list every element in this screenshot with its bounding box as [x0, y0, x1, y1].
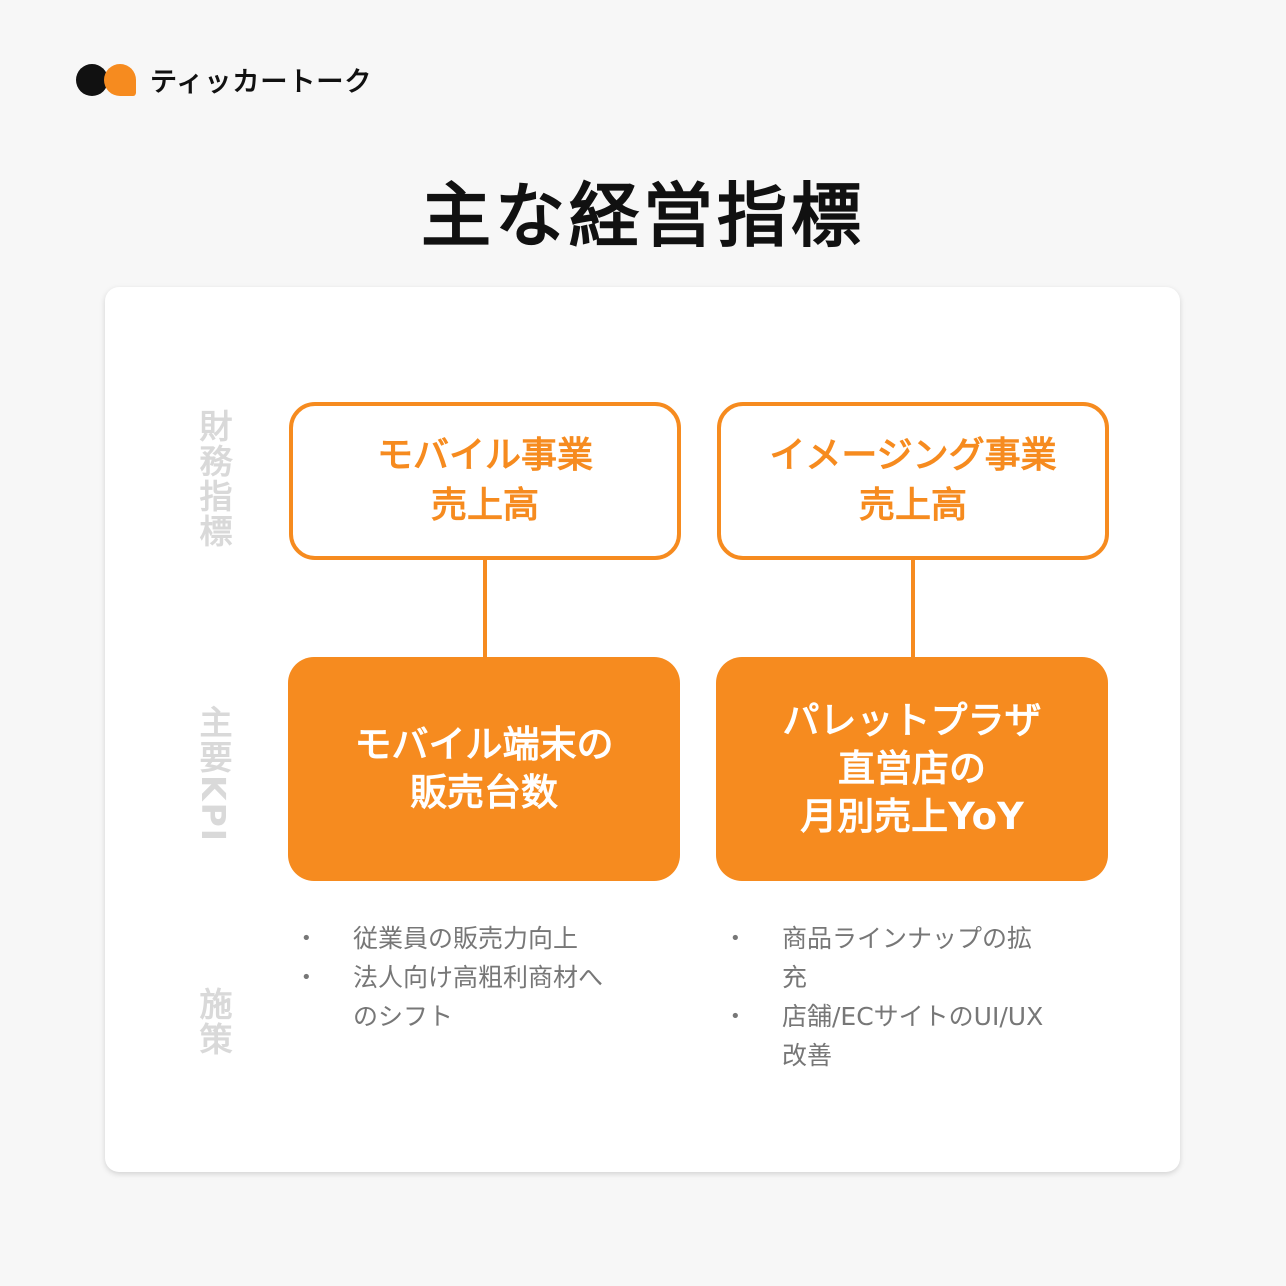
metric-box-mobile: モバイル事業 売上高: [289, 402, 681, 560]
kpi-box-imaging: パレットプラザ 直営店の 月別売上YoY: [716, 657, 1108, 881]
metric-box-imaging: イメージング事業 売上高: [717, 402, 1109, 560]
connector-line: [911, 558, 915, 658]
brand-name: ティッカートーク: [150, 67, 373, 98]
brand-logo: ティッカートーク: [76, 60, 372, 99]
list-item: 従業員の販売力向上: [287, 919, 617, 958]
action-list-imaging: 商品ラインナップの拡充 店舗/ECサイトのUI/UX改善: [716, 919, 1046, 1075]
list-item: 商品ラインナップの拡充: [716, 919, 1046, 997]
kpi-box-mobile: モバイル端末の 販売台数: [288, 657, 680, 881]
connector-line: [483, 558, 487, 658]
logo-black-circle-icon: [76, 63, 108, 96]
kpi-tree-card: 財務指標 主要KPI 施策 モバイル事業 売上高 モバイル端末の 販売台数 従業…: [105, 287, 1180, 1172]
list-item: 店舗/ECサイトのUI/UX改善: [716, 997, 1046, 1075]
list-item: 法人向け高粗利商材へのシフト: [287, 958, 617, 1036]
action-list-mobile: 従業員の販売力向上 法人向け高粗利商材へのシフト: [287, 919, 617, 1036]
page-title: 主な経営指標: [421, 175, 865, 257]
row-label-kpi: 主要KPI: [194, 705, 233, 844]
logo-speech-bubble-icon: [104, 63, 136, 96]
row-label-financial: 財務指標: [194, 409, 233, 549]
row-label-actions: 施策: [194, 987, 233, 1057]
